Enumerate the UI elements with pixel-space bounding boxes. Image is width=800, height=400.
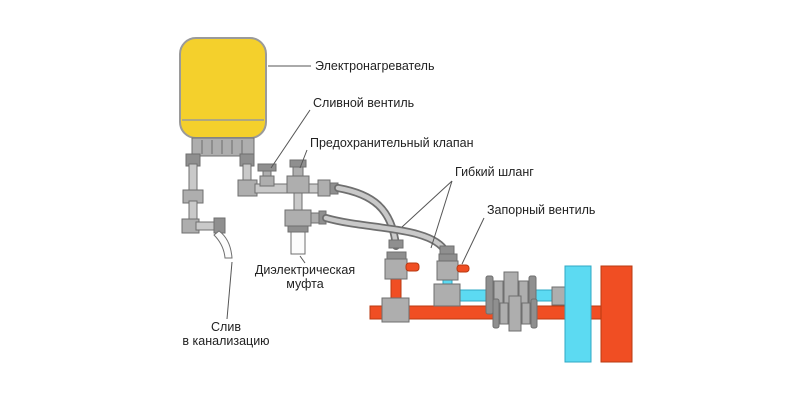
label-flexible-hose: Гибкий шланг: [401, 165, 534, 249]
drain-piping: [181, 163, 233, 259]
flexible-hose-1: [334, 184, 404, 250]
label-heater-text: Электронагреватель: [315, 59, 434, 73]
leader-line: [299, 255, 306, 264]
safety-valve: [286, 159, 339, 197]
tank-bottom-flange: [185, 137, 255, 167]
drain-valve-cap: [257, 163, 277, 172]
leader-line: [401, 180, 453, 228]
hot-wall-riser: [600, 265, 633, 363]
leader-line: [461, 217, 485, 265]
shutoff-valve: [433, 253, 470, 307]
leader-line: [299, 149, 308, 169]
label-dielectric-line1: Диэлектрическая: [255, 263, 355, 277]
shutoff-valve-handle: [456, 264, 470, 273]
cold-pipe-union: [551, 286, 566, 306]
label-dielectric-coupling: Диэлектрическая муфта: [255, 255, 355, 291]
leader-line: [270, 109, 311, 169]
cold-wall-riser: [564, 265, 592, 363]
dielectric-sleeve: [290, 231, 306, 255]
label-flexible-hose-text: Гибкий шланг: [455, 165, 534, 179]
label-sewer-line1: Слив: [211, 320, 241, 334]
label-safety-valve: Предохранительный клапан: [299, 136, 474, 169]
label-dielectric-line2: муфта: [286, 277, 323, 291]
hot-line-service-valve: [492, 295, 538, 332]
leader-line: [226, 261, 233, 320]
dielectric-coupling: [284, 192, 327, 255]
label-shutoff-valve-text: Запорный вентиль: [487, 203, 595, 217]
label-drain-valve: Сливной вентиль: [270, 96, 414, 169]
hot-riser-valve: [381, 251, 420, 323]
drain-spout: [213, 230, 233, 259]
label-heater: Электронагреватель: [268, 59, 434, 73]
label-drain-valve-text: Сливной вентиль: [313, 96, 414, 110]
label-shutoff-valve: Запорный вентиль: [461, 203, 595, 265]
leader-line: [430, 180, 453, 249]
label-safety-valve-text: Предохранительный клапан: [310, 136, 474, 150]
label-sewer-drain: Слив в канализацию: [182, 261, 270, 348]
label-sewer-line2: в канализацию: [182, 334, 269, 348]
hot-valve-handle: [405, 262, 420, 272]
water-heater-tank: [179, 37, 267, 167]
